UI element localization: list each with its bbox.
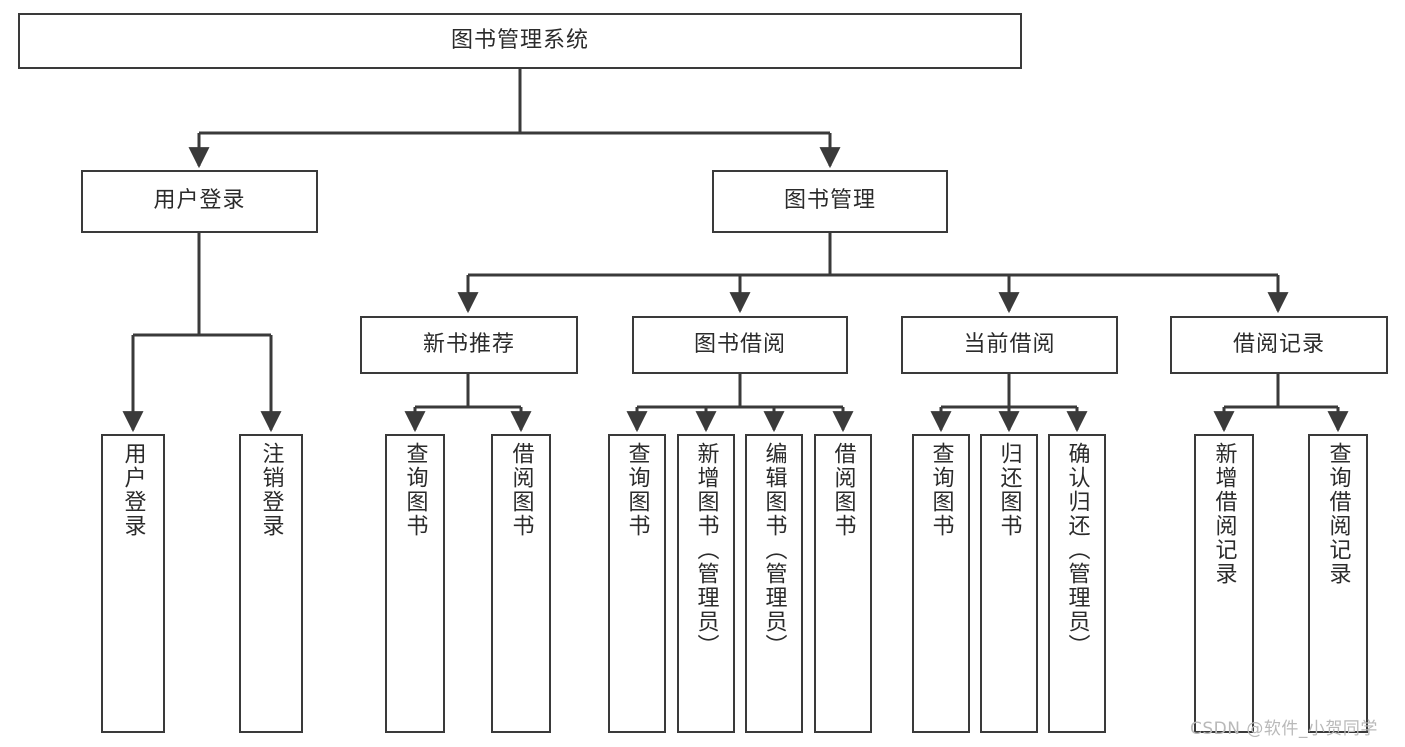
node-leaf-confirm-return[interactable]: 确认归还（管理员）	[1048, 434, 1106, 733]
node-leaf-add-book[interactable]: 新增图书（管理员）	[677, 434, 735, 733]
node-borrow-record[interactable]: 借阅记录	[1170, 316, 1388, 374]
node-leaf-query-record-label: 查询借阅记录	[1325, 442, 1351, 586]
node-borrow-record-label: 借阅记录	[1232, 331, 1325, 357]
node-root-label: 图书管理系统	[450, 27, 589, 53]
node-leaf-borrow-book-2[interactable]: 借阅图书	[814, 434, 872, 733]
node-leaf-add-book-label: 新增图书（管理员）	[693, 442, 719, 658]
node-leaf-query-book-2-label: 查询图书	[624, 442, 650, 538]
node-current-borrow[interactable]: 当前借阅	[901, 316, 1118, 374]
node-leaf-query-book-3[interactable]: 查询图书	[912, 434, 970, 733]
node-leaf-logout-login[interactable]: 注销登录	[239, 434, 303, 733]
node-book-management-label: 图书管理	[783, 188, 876, 214]
node-new-book-recommend-label: 新书推荐	[422, 331, 515, 357]
node-leaf-add-record-label: 新增借阅记录	[1211, 442, 1237, 586]
node-leaf-borrow-book-2-label: 借阅图书	[830, 442, 856, 538]
node-leaf-user-login[interactable]: 用户登录	[101, 434, 165, 733]
node-book-borrow[interactable]: 图书借阅	[632, 316, 848, 374]
node-root[interactable]: 图书管理系统	[18, 13, 1022, 69]
node-leaf-borrow-book-1-label: 借阅图书	[508, 442, 534, 538]
node-current-borrow-label: 当前借阅	[963, 331, 1056, 357]
node-book-borrow-label: 图书借阅	[693, 331, 786, 357]
node-leaf-query-record[interactable]: 查询借阅记录	[1308, 434, 1368, 733]
node-leaf-query-book-1[interactable]: 查询图书	[385, 434, 445, 733]
node-user-login-label: 用户登录	[153, 188, 246, 214]
node-leaf-add-record[interactable]: 新增借阅记录	[1194, 434, 1254, 733]
node-leaf-user-login-label: 用户登录	[120, 442, 146, 538]
node-leaf-borrow-book-1[interactable]: 借阅图书	[491, 434, 551, 733]
node-leaf-query-book-3-label: 查询图书	[928, 442, 954, 538]
node-book-management[interactable]: 图书管理	[712, 170, 948, 233]
node-new-book-recommend[interactable]: 新书推荐	[360, 316, 578, 374]
node-leaf-return-book[interactable]: 归还图书	[980, 434, 1038, 733]
node-leaf-query-book-2[interactable]: 查询图书	[608, 434, 666, 733]
csdn-watermark: CSDN @软件_小贺同学	[1190, 719, 1378, 739]
node-leaf-logout-login-label: 注销登录	[258, 442, 284, 538]
node-leaf-return-book-label: 归还图书	[996, 442, 1022, 538]
node-leaf-confirm-return-label: 确认归还（管理员）	[1064, 442, 1090, 658]
node-user-login[interactable]: 用户登录	[81, 170, 318, 233]
node-leaf-query-book-1-label: 查询图书	[402, 442, 428, 538]
node-leaf-edit-book-label: 编辑图书（管理员）	[761, 442, 787, 658]
node-leaf-edit-book[interactable]: 编辑图书（管理员）	[745, 434, 803, 733]
